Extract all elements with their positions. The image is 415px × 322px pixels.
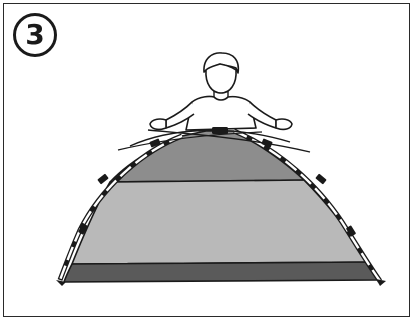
tent-pole-clip — [346, 225, 356, 237]
person-left-hand — [149, 118, 167, 131]
dome-tent — [56, 127, 386, 286]
tent-pole-clip — [78, 223, 88, 235]
tent-base-band — [63, 261, 379, 283]
tent-pole-clip — [315, 173, 327, 185]
person-right-hand — [275, 118, 293, 131]
tent-pole — [129, 129, 291, 147]
tent-right-corner-stake — [376, 279, 386, 286]
person-figure — [149, 52, 293, 131]
tent-poles — [117, 129, 311, 153]
tent-middle-wall — [71, 179, 369, 265]
person-head — [205, 63, 237, 94]
step-number: 3 — [25, 17, 45, 51]
tent-pole-clip — [97, 173, 109, 185]
tent-pole — [117, 131, 263, 151]
tent-pole — [147, 129, 311, 153]
person-shirt — [185, 95, 257, 131]
tent-left-corner-stake — [56, 280, 66, 286]
step-number-badge: 3 — [13, 13, 57, 57]
